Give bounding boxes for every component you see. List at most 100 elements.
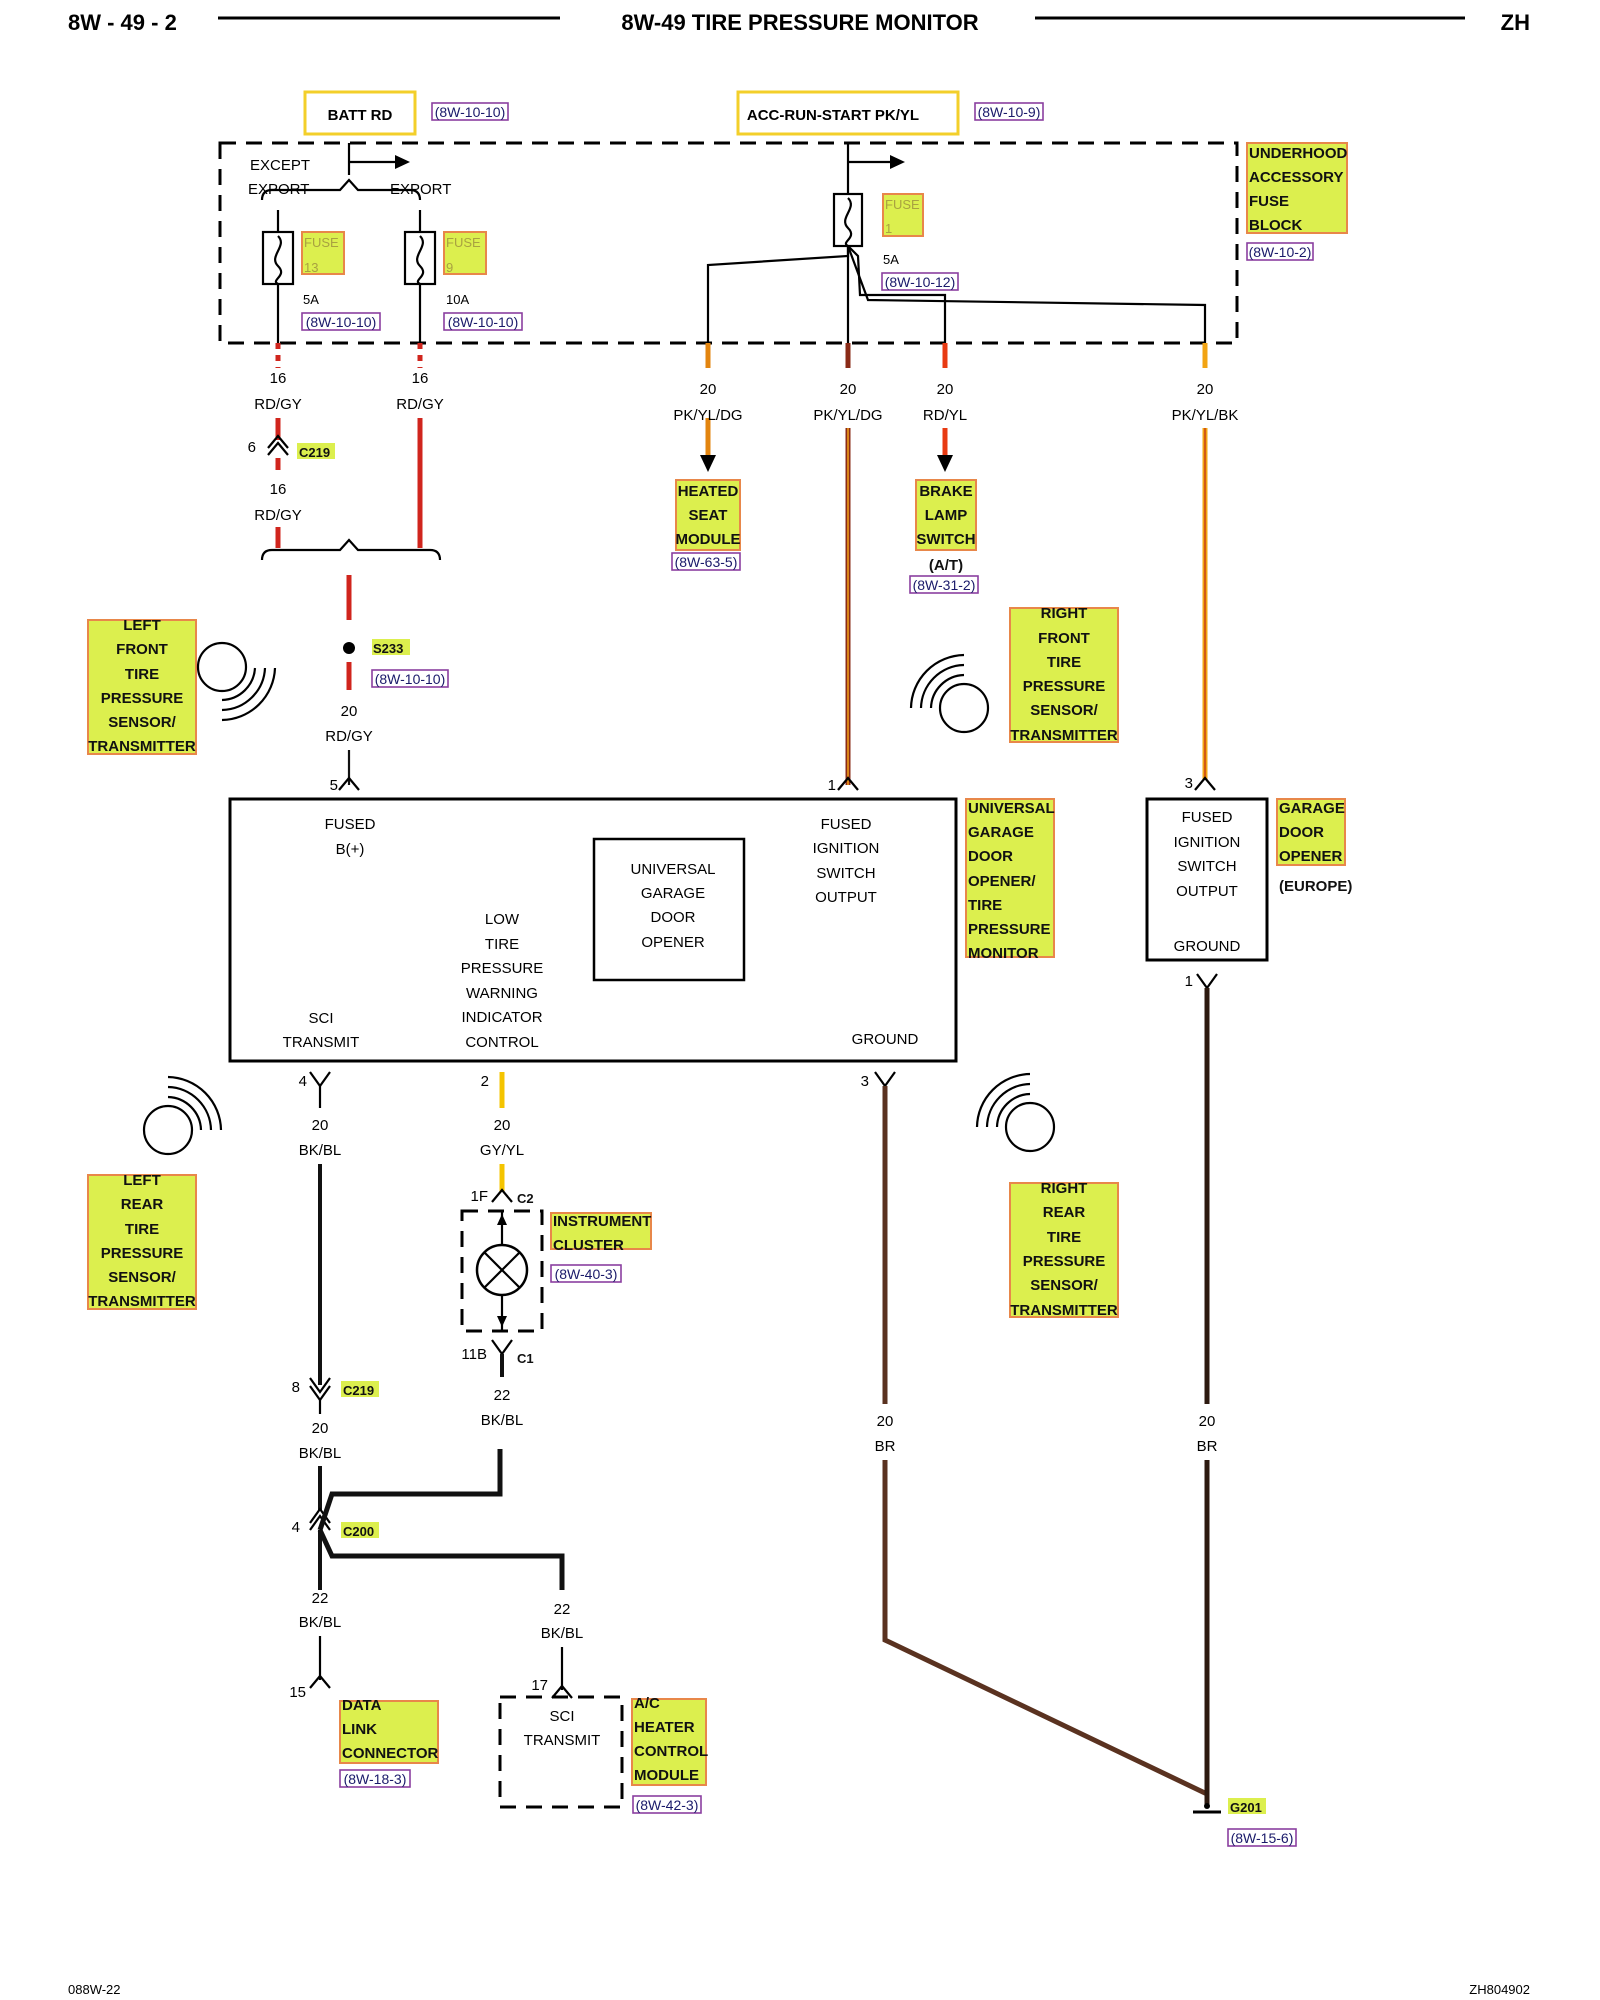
svg-text:1F: 1F <box>470 1188 488 1205</box>
svg-text:MODULE: MODULE <box>676 531 741 548</box>
connector-c219-bottom[interactable]: 8 C219 <box>292 1377 379 1402</box>
ground-g201-ref[interactable]: (8W-15-6) <box>1231 1830 1294 1846</box>
acc-ref[interactable]: (8W-10-9) <box>978 104 1041 120</box>
dlc-ref[interactable]: (8W-18-3) <box>344 1771 407 1787</box>
svg-text:CLUSTER: CLUSTER <box>553 1237 624 1254</box>
svg-text:SWITCH: SWITCH <box>916 531 975 548</box>
svg-text:DOOR: DOOR <box>1279 824 1324 841</box>
batt-ref[interactable]: (8W-10-10) <box>435 104 506 120</box>
batt-source-box <box>303 90 417 136</box>
svg-text:20: 20 <box>877 1413 894 1430</box>
svg-text:CONTROL: CONTROL <box>634 1743 708 1760</box>
instrument-cluster-ref[interactable]: (8W-40-3) <box>555 1266 618 1282</box>
svg-text:1: 1 <box>885 221 892 236</box>
svg-text:BR: BR <box>875 1438 896 1455</box>
svg-text:BK/BL: BK/BL <box>299 1445 342 1462</box>
svg-text:22: 22 <box>554 1601 571 1618</box>
svg-text:C200: C200 <box>343 1524 374 1539</box>
connector-c200[interactable]: 4 C200 <box>292 1507 379 1539</box>
svg-text:4: 4 <box>292 1519 300 1536</box>
connector-c1[interactable]: 11B C1 <box>461 1339 534 1366</box>
fuse-13-tag <box>301 231 345 275</box>
batt-ref-box <box>431 102 509 121</box>
svg-text:SENSOR/: SENSOR/ <box>1030 702 1098 719</box>
splice-s233-dot[interactable] <box>343 642 355 654</box>
svg-text:PRESSURE: PRESSURE <box>1023 1253 1106 1270</box>
wire-cluster-ground[interactable] <box>317 1449 503 1531</box>
wire-ground-br-1b[interactable] <box>882 1460 1209 1797</box>
ac-module-tag[interactable] <box>631 1698 707 1786</box>
svg-text:REAR: REAR <box>1043 1204 1086 1221</box>
svg-text:20: 20 <box>494 1117 511 1134</box>
svg-text:RD/GY: RD/GY <box>325 728 373 745</box>
brake-lamp-tag[interactable] <box>915 479 977 551</box>
fuse-1-icon <box>832 192 864 248</box>
svg-text:PK/YL/DG: PK/YL/DG <box>673 407 742 424</box>
splice-s233-label: S233 <box>373 641 403 656</box>
svg-text:16: 16 <box>270 370 287 387</box>
heated-seat-tag[interactable] <box>675 479 741 551</box>
brake-lamp-ref[interactable]: (8W-31-2) <box>913 577 976 593</box>
fuse-block-outline <box>218 141 1239 345</box>
fuse-block-ref[interactable]: (8W-10-2) <box>1249 244 1312 260</box>
connector-c219-top[interactable]: 6 C219 <box>248 434 335 460</box>
warning-lamp-icon <box>475 1243 529 1297</box>
splice-s233-ref[interactable]: (8W-10-10) <box>375 671 446 687</box>
ac-module-ref[interactable]: (8W-42-3) <box>636 1797 699 1813</box>
svg-text:HEATER: HEATER <box>634 1719 695 1736</box>
svg-text:BK/BL: BK/BL <box>299 1614 342 1631</box>
svg-text:11B: 11B <box>461 1346 487 1363</box>
footer-left: 088W-22 <box>68 1982 121 1997</box>
connector-c2[interactable]: 1F C2 <box>470 1188 533 1206</box>
svg-text:SENSOR/: SENSOR/ <box>108 714 176 731</box>
svg-text:20: 20 <box>1197 381 1214 398</box>
ground-g201-label: G201 <box>1230 1800 1262 1815</box>
svg-text:6: 6 <box>248 439 256 456</box>
svg-text:HEATED: HEATED <box>678 483 739 500</box>
page-id: 8W - 49 - 2 <box>68 10 177 35</box>
export-label: EXPORT <box>390 181 451 198</box>
svg-text:C219: C219 <box>299 445 330 460</box>
fuse-9-ref[interactable]: (8W-10-10) <box>448 314 519 330</box>
wire-ac-module[interactable] <box>317 1528 565 1590</box>
tire-sensor-icon <box>142 1104 194 1156</box>
svg-text:SENSOR/: SENSOR/ <box>1030 1277 1098 1294</box>
export-brace <box>260 178 422 201</box>
acc-source-label: ACC-RUN-START PK/YL <box>747 107 919 124</box>
batt-source-label: BATT RD <box>328 107 393 124</box>
fuse-1-ref[interactable]: (8W-10-12) <box>885 274 956 290</box>
svg-text:LEFT: LEFT <box>123 1172 161 1189</box>
svg-text:TRANSMITTER: TRANSMITTER <box>1010 1302 1118 1319</box>
fuse-9-rating: 10A <box>446 292 469 307</box>
svg-text:TRANSMITTER: TRANSMITTER <box>88 738 196 755</box>
svg-text:DATA: DATA <box>342 1697 382 1714</box>
svg-text:LINK: LINK <box>342 1721 377 1738</box>
svg-text:C219: C219 <box>343 1383 374 1398</box>
svg-text:FRONT: FRONT <box>116 641 168 658</box>
europe-pin-3: 3 <box>1185 775 1193 792</box>
page-title: 8W-49 TIRE PRESSURE MONITOR <box>621 10 978 35</box>
svg-text:C2: C2 <box>517 1191 534 1206</box>
instrument-cluster-tag[interactable] <box>550 1212 652 1250</box>
svg-text:MONITOR: MONITOR <box>968 945 1039 962</box>
svg-text:C1: C1 <box>517 1351 534 1366</box>
heated-seat-ref[interactable]: (8W-63-5) <box>675 554 738 570</box>
svg-text:DOOR: DOOR <box>968 848 1013 865</box>
svg-text:FRONT: FRONT <box>1038 630 1090 647</box>
svg-text:20: 20 <box>937 381 954 398</box>
left-front-sensor: LEFT FRONT TIRE PRESSURE SENSOR/ TRANSMI… <box>87 617 277 755</box>
ground-g201-icon[interactable] <box>1193 1803 1221 1814</box>
arrow-icon <box>890 155 905 169</box>
svg-text:PRESSURE: PRESSURE <box>1023 678 1106 695</box>
ac-pin: 17 <box>531 1677 548 1694</box>
svg-text:LAMP: LAMP <box>925 507 968 524</box>
svg-text:TIRE: TIRE <box>125 1221 159 1238</box>
garage-door-opener-inner-box <box>592 837 746 982</box>
fuse-13-ref[interactable]: (8W-10-10) <box>306 314 377 330</box>
module-title-tag <box>965 798 1055 958</box>
dlc-tag[interactable] <box>339 1700 439 1764</box>
